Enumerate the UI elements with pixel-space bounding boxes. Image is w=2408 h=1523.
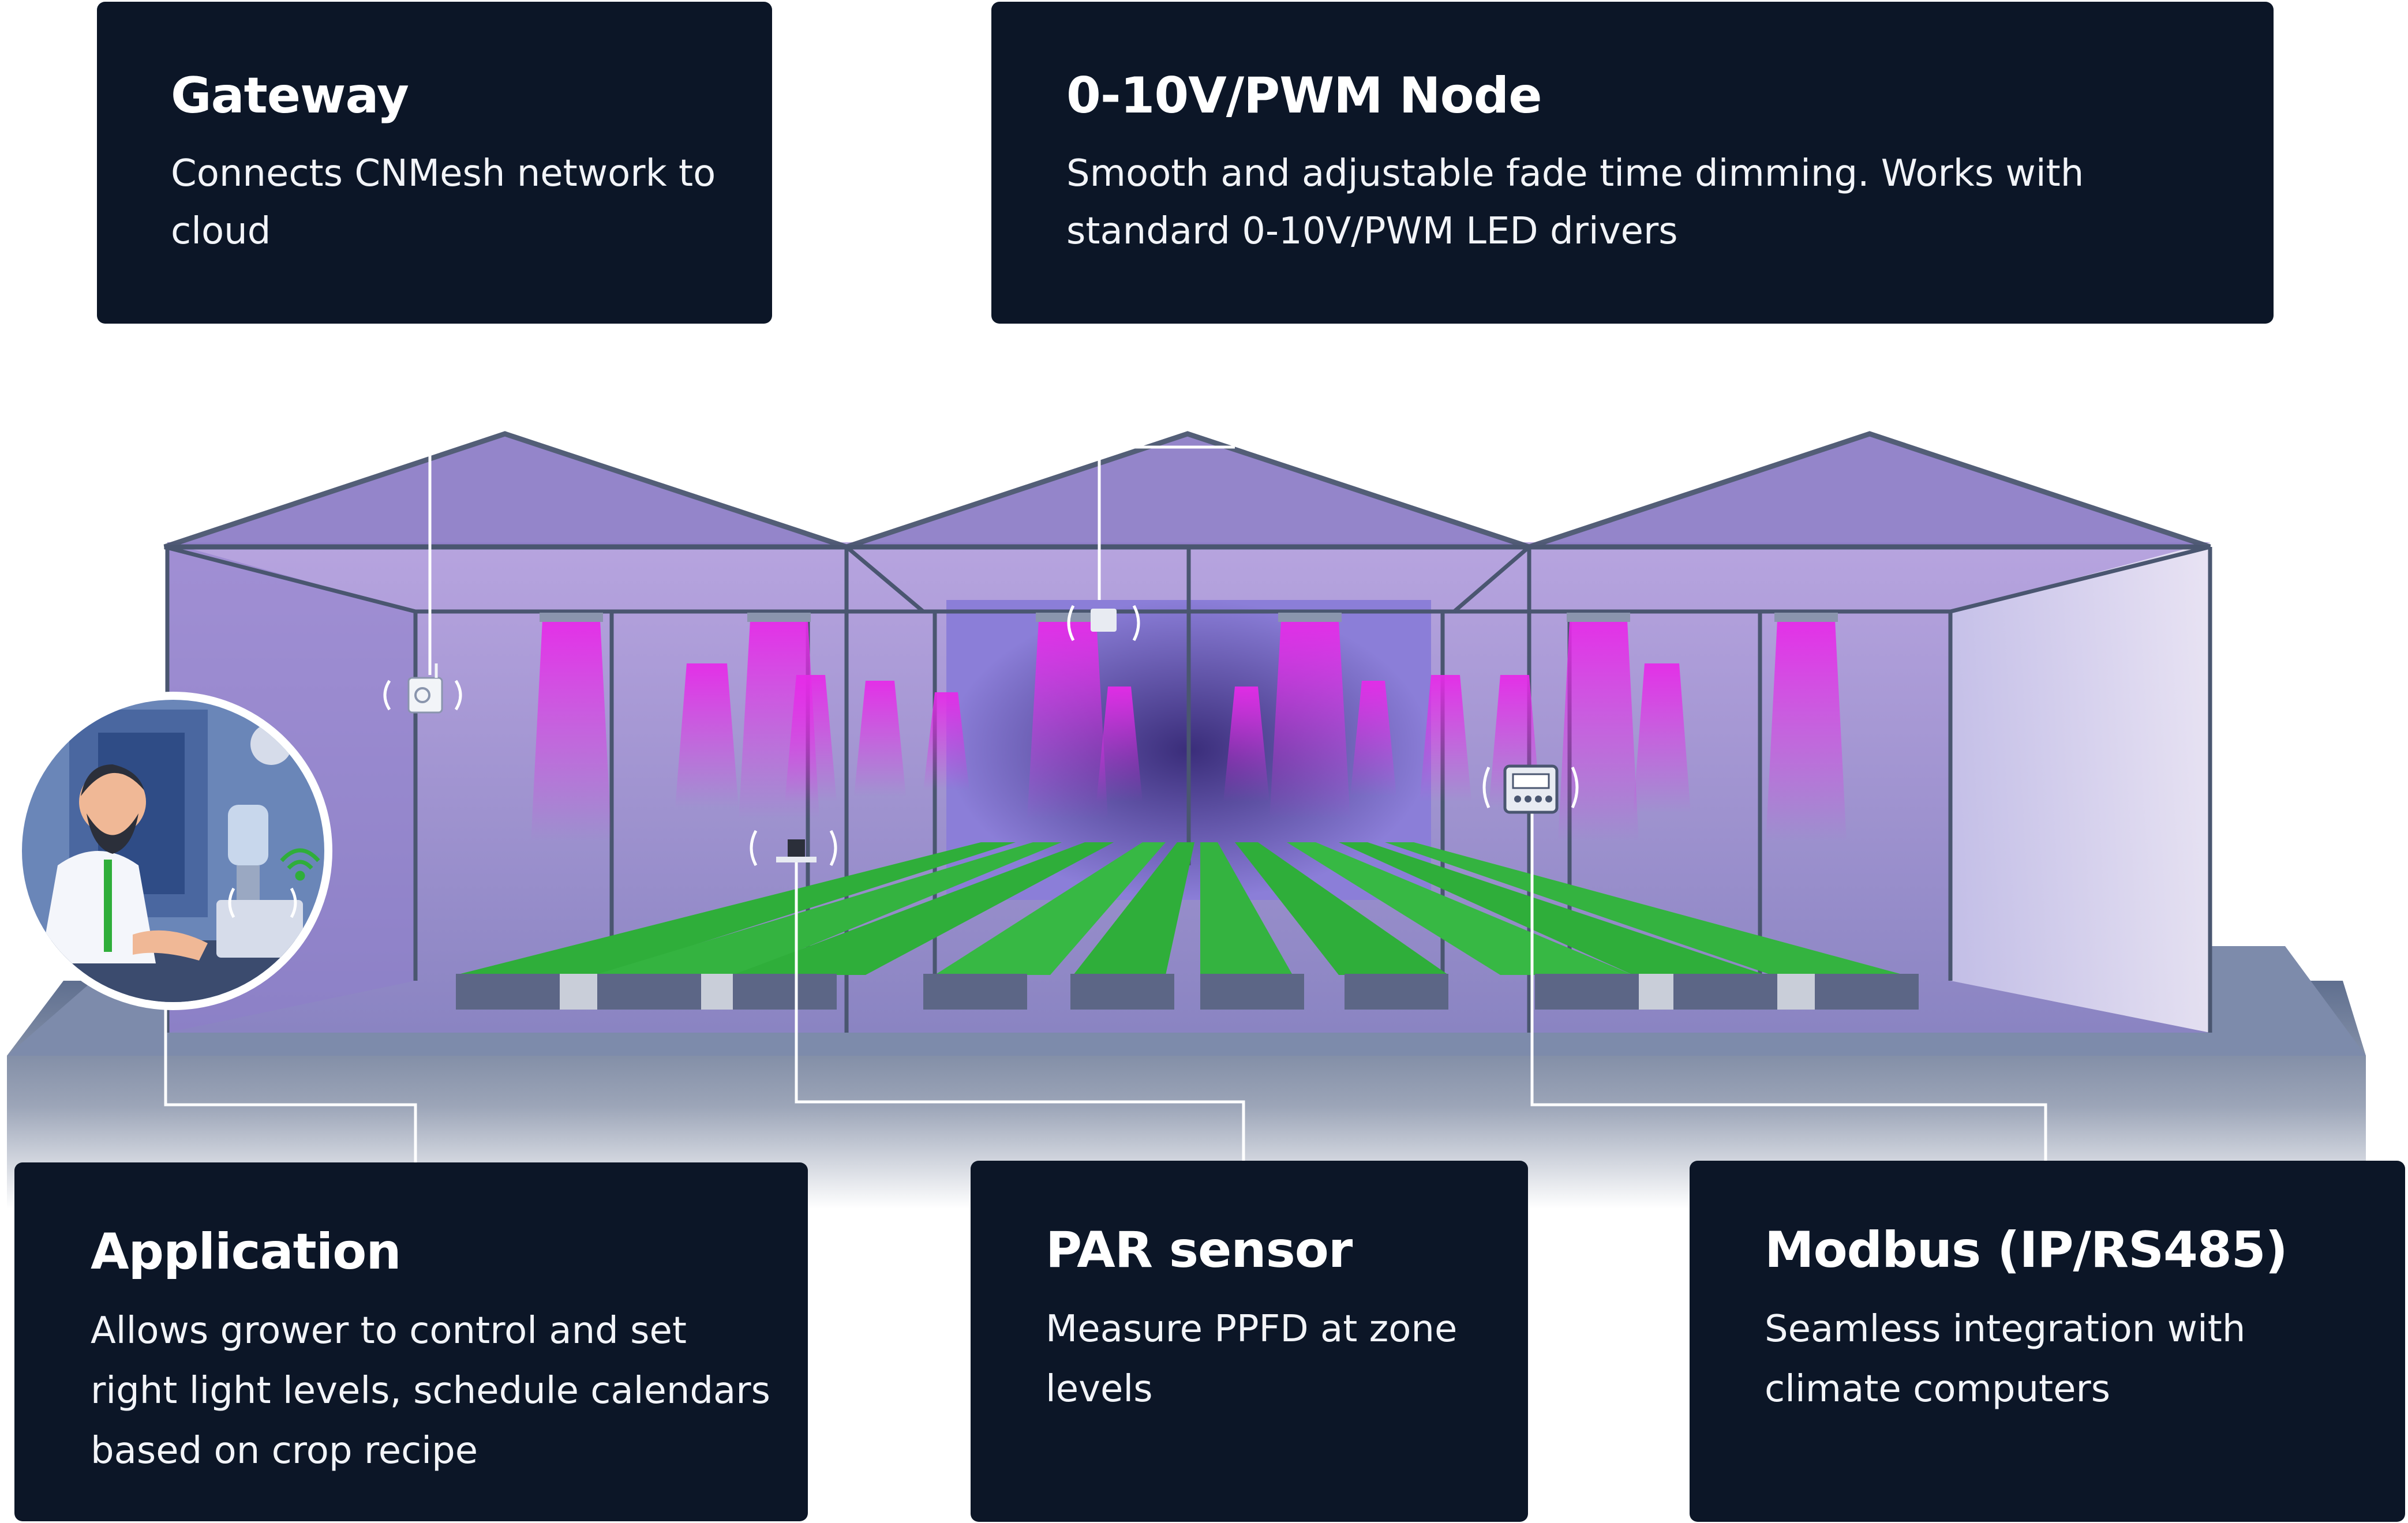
par-sensor-icon — [750, 830, 837, 866]
par-sensor-card: PAR sensor Measure PPFD at zone levels — [971, 1161, 1528, 1522]
node-description: Smooth and adjustable fade time dimming.… — [1066, 152, 2084, 253]
modbus-card: Modbus (IP/RS485) Seamless integration w… — [1690, 1161, 2405, 1522]
application-description: Allows grower to control and set right l… — [91, 1310, 770, 1472]
par-sensor-description: Measure PPFD at zone levels — [1046, 1308, 1458, 1411]
par-sensor-title: PAR sensor — [1046, 1221, 1353, 1279]
application-title: Application — [91, 1223, 402, 1281]
modbus-icon — [1482, 764, 1579, 814]
gateway-icon — [383, 663, 462, 714]
application-illustration — [14, 692, 332, 1010]
gateway-card: Gateway Connects CNMesh network to cloud — [97, 2, 772, 324]
gateway-description: Connects CNMesh network to cloud — [171, 152, 716, 253]
node-title: 0-10V/PWM Node — [1066, 67, 1542, 125]
modbus-title: Modbus (IP/RS485) — [1765, 1221, 2288, 1279]
node-card: 0-10V/PWM Node Smooth and adjustable fad… — [991, 2, 2274, 324]
wifi-icon — [280, 848, 320, 881]
gateway-title: Gateway — [171, 67, 409, 125]
modbus-description: Seamless integration with climate comput… — [1765, 1308, 2246, 1411]
application-card: Application Allows grower to control and… — [14, 1162, 808, 1521]
node-icon — [1067, 605, 1140, 642]
